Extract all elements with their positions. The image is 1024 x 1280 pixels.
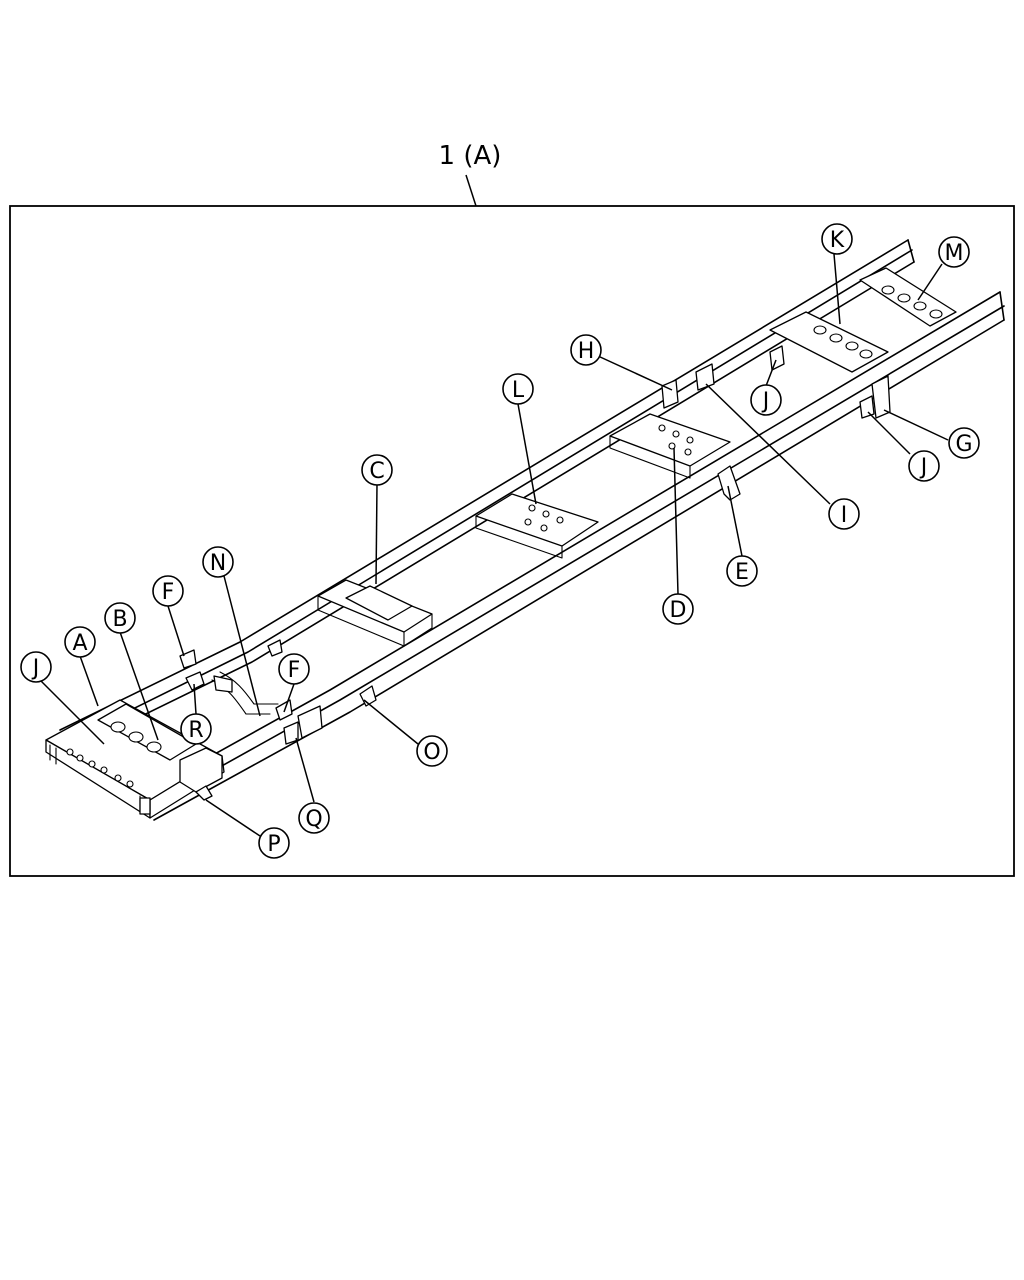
callout-m: M xyxy=(938,236,970,268)
callout-n: N xyxy=(202,546,234,578)
callout-a-label: A xyxy=(72,631,87,656)
crossmember-m xyxy=(859,267,957,327)
callout-b: B xyxy=(104,602,136,634)
callout-a: A xyxy=(64,626,96,658)
callout-g-label: G xyxy=(955,432,972,457)
title-leader xyxy=(465,174,477,207)
crossmember-n xyxy=(211,671,279,715)
callout-m-label: M xyxy=(945,241,964,266)
bracket-e xyxy=(717,465,741,501)
callout-f-middle: F xyxy=(278,653,310,685)
callout-f-front-label: F xyxy=(162,580,175,605)
callout-h-label: H xyxy=(578,339,595,364)
callout-k-label: K xyxy=(830,228,845,253)
callout-e-label: E xyxy=(735,560,749,585)
callout-o: O xyxy=(416,735,448,767)
bracket-q xyxy=(297,705,323,739)
crossmember-c xyxy=(317,579,433,647)
bracket-j-rear-lower xyxy=(859,395,875,419)
callout-j-rear-lower: J xyxy=(908,450,940,482)
callout-k: K xyxy=(821,223,853,255)
callout-j-rear-upper: J xyxy=(750,384,782,416)
left-side-rail xyxy=(59,239,915,751)
callout-c-label: C xyxy=(369,459,384,484)
callout-i-label: I xyxy=(841,503,848,528)
callout-g: G xyxy=(948,427,980,459)
callout-d-label: D xyxy=(670,598,687,623)
callout-j-front-label: J xyxy=(31,656,40,681)
illustration-border xyxy=(9,205,1015,877)
callout-h: H xyxy=(570,334,602,366)
crossmember-k xyxy=(769,311,889,373)
bracket-i xyxy=(695,363,715,391)
callout-b-label: B xyxy=(112,607,127,632)
callout-j-rear-upper-label: J xyxy=(761,389,770,414)
callout-f-middle-label: F xyxy=(288,658,301,683)
callout-r: R xyxy=(180,713,212,745)
front-brackets xyxy=(139,747,223,815)
bracket-o xyxy=(359,685,377,707)
callout-d: D xyxy=(662,593,694,625)
callout-f-front: F xyxy=(152,575,184,607)
crossmember-l xyxy=(475,493,599,559)
callout-c: C xyxy=(361,454,393,486)
right-side-rail xyxy=(149,291,1005,821)
callout-r-label: R xyxy=(188,718,203,743)
assembly-title: 1 (A) xyxy=(439,141,502,171)
callout-l-label: L xyxy=(512,378,525,403)
callout-e: E xyxy=(726,555,758,587)
callout-l: L xyxy=(502,373,534,405)
callout-q-label: Q xyxy=(305,807,322,832)
callout-i: I xyxy=(828,498,860,530)
bracket-r xyxy=(185,671,205,691)
chassis-frame xyxy=(45,239,1005,821)
crossmember-d xyxy=(609,413,731,479)
bracket-h xyxy=(661,379,679,409)
callout-o-label: O xyxy=(423,740,440,765)
callout-p-label: P xyxy=(267,832,280,857)
callout-leaders xyxy=(39,253,949,837)
callout-j-front: J xyxy=(20,651,52,683)
callout-p: P xyxy=(258,827,290,859)
callout-n-label: N xyxy=(210,551,226,576)
bracket-j-rear-upper xyxy=(769,345,785,371)
callout-j-rear-lower-label: J xyxy=(919,455,928,480)
callout-q: Q xyxy=(298,802,330,834)
